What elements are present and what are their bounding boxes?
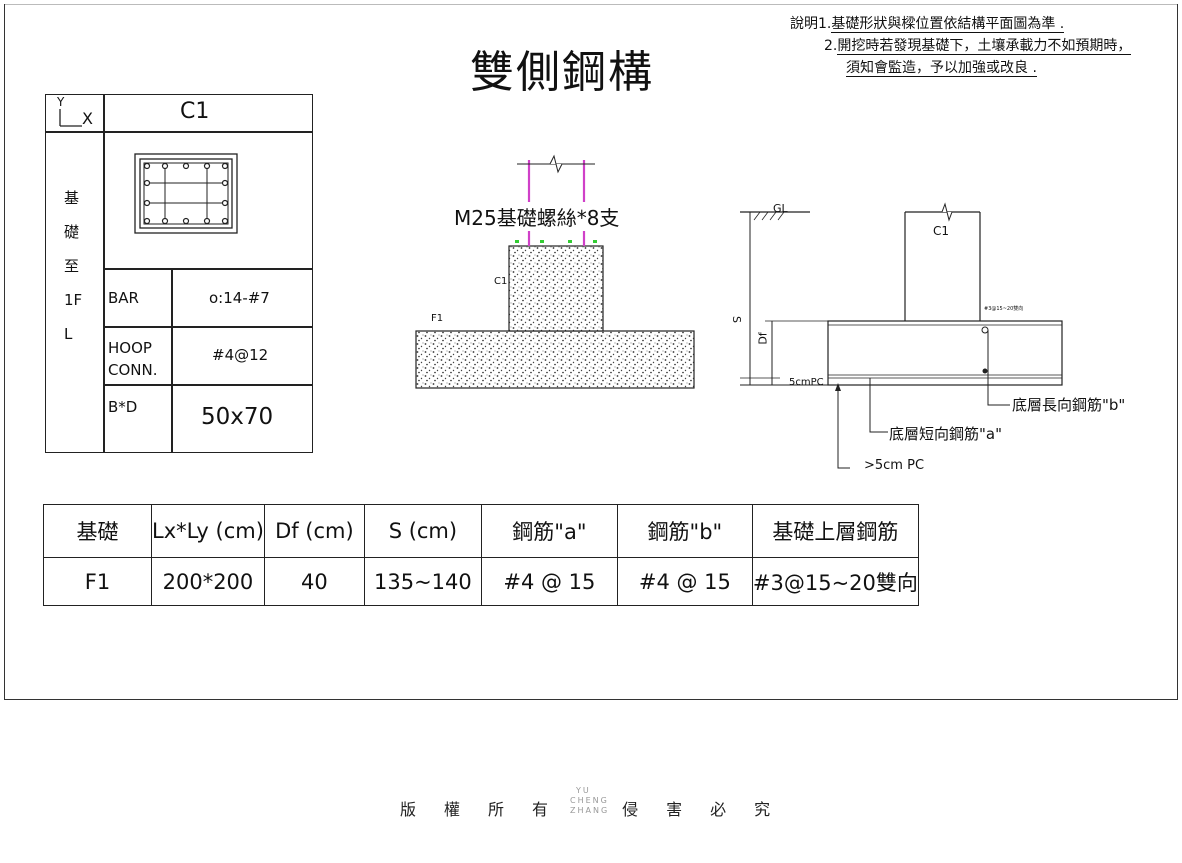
table-divider xyxy=(103,268,312,270)
footing-detail-drawing xyxy=(740,202,1063,469)
header-cell: 鋼筋"a" xyxy=(480,504,618,558)
column-section-icon xyxy=(134,153,238,234)
header-cell: 鋼筋"b" xyxy=(616,504,753,558)
copyright-footer: 版權所有侵害必究 xyxy=(400,796,798,820)
gl-label: GL xyxy=(773,202,788,215)
footer-char: 版 xyxy=(400,800,419,819)
table-row: F1 200*200 40 135~140 #4 @ 15 #4 @ 15 #3… xyxy=(43,557,919,606)
axis-icon xyxy=(59,109,82,127)
hoop-label: HOOP xyxy=(108,339,152,357)
footer-char: 侵 xyxy=(622,800,641,819)
df-label: Df xyxy=(756,332,770,345)
row-cell: #3@15~20雙向 xyxy=(751,557,919,606)
table-divider xyxy=(171,268,173,452)
bd-label: B*D xyxy=(108,398,138,416)
header-cell: S (cm) xyxy=(363,504,482,558)
footer-char: 害 xyxy=(666,800,685,819)
table-divider xyxy=(46,131,312,133)
column-schedule-table: Y X C1 基礎至1FL BAR o:14-#7 HOOP CONN. #4@… xyxy=(45,94,313,453)
frame-top-line xyxy=(4,4,1178,5)
table-divider xyxy=(103,384,312,386)
header-cell: Df (cm) xyxy=(263,504,365,558)
notes-block: 說明1.基礎形狀與樑位置依結構平面圖為準 . 2.開挖時若發現基礎下，土壤承載力… xyxy=(790,13,1132,79)
pc-label: 5cmPC xyxy=(789,377,824,388)
row-cell: 40 xyxy=(263,557,365,606)
bottom-long-label: 底層長向鋼筋"b" xyxy=(1012,396,1126,414)
logo-line: YU xyxy=(576,786,591,795)
footer-char: 究 xyxy=(754,800,773,819)
footer-char: 有 xyxy=(532,800,551,819)
bar-value: o:14-#7 xyxy=(209,289,270,307)
vertical-label: 基礎至1FL xyxy=(64,189,83,343)
table-header-row: 基礎 Lx*Ly (cm) Df (cm) S (cm) 鋼筋"a" 鋼筋"b"… xyxy=(43,504,919,558)
note-2-number: 2. xyxy=(824,38,838,54)
bottom-short-label: 底層短向鋼筋"a" xyxy=(889,425,1002,443)
drawing-title: 雙側鋼構 xyxy=(470,47,654,98)
pc-note: >5cm PC xyxy=(864,458,925,473)
footer-char: 必 xyxy=(710,800,729,819)
row-cell: F1 xyxy=(43,557,152,606)
top-bar-label: #3@15~20雙向 xyxy=(984,306,1024,312)
notes-label: 說明 xyxy=(790,16,818,32)
axis-x-label: X xyxy=(82,109,93,128)
logo-line: ZHANG xyxy=(570,806,610,815)
footer-char: 權 xyxy=(444,800,463,819)
axis-y-label: Y xyxy=(57,95,65,109)
row-cell: #4 @ 15 xyxy=(480,557,618,606)
header-cell: Lx*Ly (cm) xyxy=(151,504,265,558)
detail-c1-label: C1 xyxy=(933,224,950,238)
column-name: C1 xyxy=(180,99,210,124)
section-f1-label: F1 xyxy=(431,313,444,324)
logo-mark: YU CHENG ZHANG xyxy=(570,786,609,816)
row-cell: 200*200 xyxy=(151,557,265,606)
bar-label: BAR xyxy=(108,289,139,307)
note-1-number: 1. xyxy=(818,16,832,32)
footer-char: 所 xyxy=(488,800,507,819)
note-1: 基礎形狀與樑位置依結構平面圖為準 . xyxy=(831,16,1065,33)
header-cell: 基礎 xyxy=(43,504,152,558)
table-divider xyxy=(103,326,312,328)
drawing-frame xyxy=(4,4,1178,700)
s-label: S xyxy=(729,316,743,323)
hoop-value: #4@12 xyxy=(212,346,269,364)
note-2b: 須知會監造，予以加強或改良 . xyxy=(846,60,1037,77)
footing-section-drawing xyxy=(415,154,695,389)
table-divider xyxy=(103,95,105,452)
row-cell: 135~140 xyxy=(363,557,482,606)
logo-line: CHENG xyxy=(570,796,609,805)
section-c1-label: C1 xyxy=(494,276,508,287)
header-cell: 基礎上層鋼筋 xyxy=(751,504,919,558)
row-cell: #4 @ 15 xyxy=(616,557,753,606)
note-2a: 開挖時若發現基礎下，土壤承載力不如預期時， xyxy=(837,38,1132,55)
footing-schedule-table: 基礎 Lx*Ly (cm) Df (cm) S (cm) 鋼筋"a" 鋼筋"b"… xyxy=(43,504,919,606)
bd-value: 50x70 xyxy=(201,404,274,430)
bolt-label: M25基礎螺絲*8支 xyxy=(452,202,622,231)
conn-label: CONN. xyxy=(108,361,158,379)
